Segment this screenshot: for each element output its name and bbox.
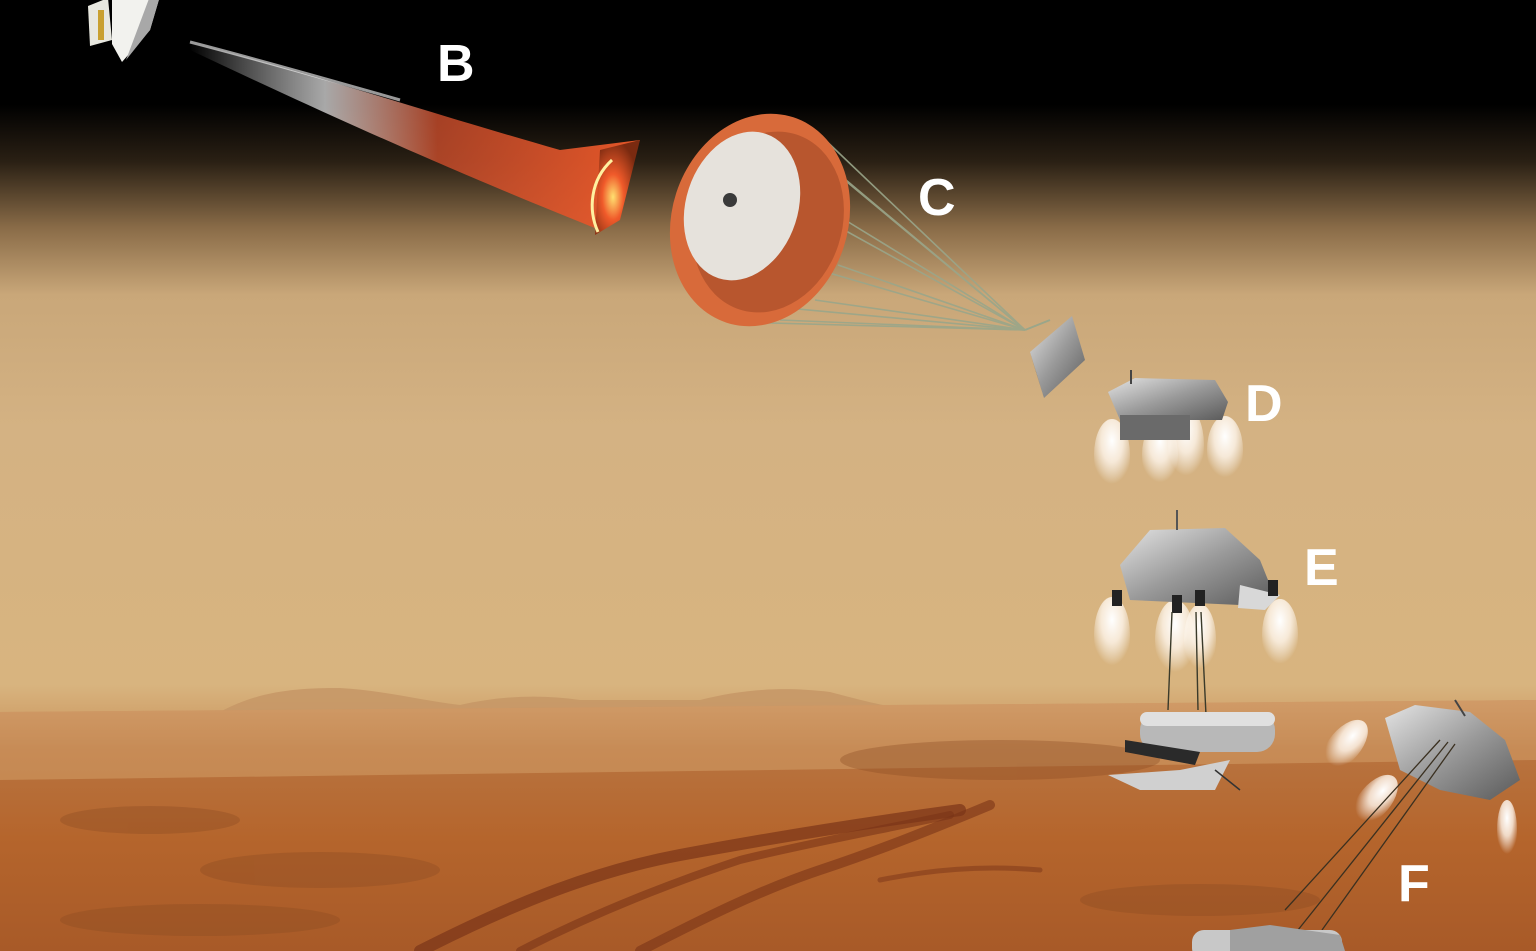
- parachute: [669, 113, 1051, 331]
- stage-label-e: E: [1304, 539, 1339, 597]
- cruise-capsule: [88, 0, 159, 62]
- riverbed-channels: [414, 800, 1043, 951]
- stage-label-f: F: [1398, 855, 1430, 913]
- martian-ground: [0, 700, 1536, 951]
- stage-label-c: C: [918, 169, 956, 227]
- stage-label-d: D: [1245, 375, 1283, 433]
- descent-lander: [1094, 370, 1243, 491]
- backshell: [1030, 316, 1085, 398]
- rover-hanging: [1108, 712, 1275, 791]
- sky-crane: [1094, 510, 1298, 716]
- flyaway-stage: [1284, 699, 1520, 931]
- stage-label-b: B: [437, 35, 475, 93]
- entry-vehicle: [189, 40, 640, 235]
- ground-texture: [60, 740, 1320, 936]
- rover-landed: [1192, 925, 1345, 951]
